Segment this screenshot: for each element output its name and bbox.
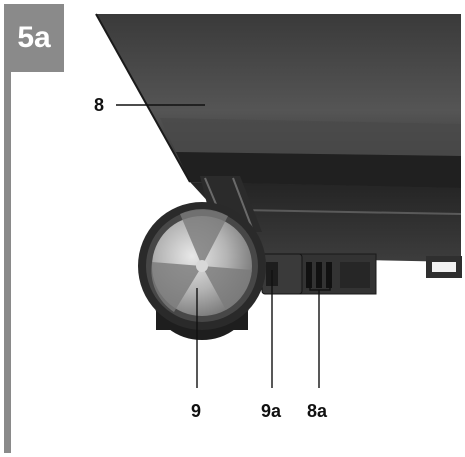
- leader-lines: [116, 104, 331, 388]
- knob-lever: [261, 253, 303, 295]
- callout-guard: 8: [94, 95, 105, 115]
- callout-guard-slots: 8a: [307, 401, 328, 421]
- figure-frame: [4, 4, 461, 453]
- adjustment-knob: [138, 202, 266, 340]
- slot-block: [291, 253, 377, 295]
- figure-label: 5a: [4, 4, 64, 72]
- guard-body: [95, 13, 462, 262]
- callout-knob-lever: 9a: [261, 401, 282, 421]
- callout-knob: 9: [191, 401, 202, 421]
- side-clip: [426, 256, 462, 278]
